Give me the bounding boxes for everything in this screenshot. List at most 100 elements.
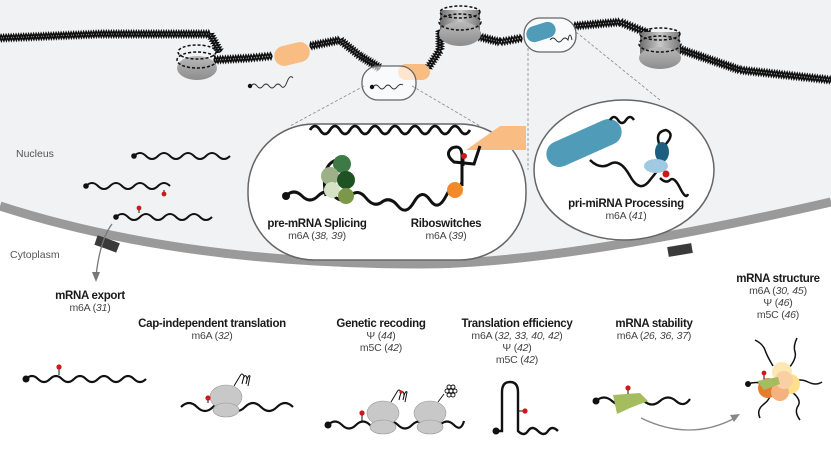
process-title: mRNA export bbox=[55, 290, 125, 302]
dna-strand bbox=[309, 35, 341, 51]
citation-refs: 31 bbox=[95, 302, 108, 314]
dna-strand bbox=[739, 65, 831, 85]
inset-title: pre-mRNA Splicing bbox=[267, 218, 367, 230]
nuclear-mrnas bbox=[85, 152, 231, 221]
cap-independent-translation-icon bbox=[180, 373, 294, 418]
process-reference-line: m6A (26, 36, 37) bbox=[616, 330, 692, 342]
citation-refs: 46 bbox=[784, 309, 796, 321]
cytoplasm-label: Cytoplasm bbox=[10, 249, 60, 261]
citation-refs: 44 bbox=[381, 330, 393, 342]
process-reference-line: m5C (42) bbox=[495, 354, 539, 366]
modification-name: m5C bbox=[495, 354, 518, 366]
citation-refs: 42 bbox=[523, 354, 535, 366]
dna-strand bbox=[359, 52, 381, 72]
citation-refs: 26, 36, 37 bbox=[643, 330, 688, 342]
mrna-stability-icon bbox=[592, 385, 740, 431]
dna-strand bbox=[213, 53, 251, 65]
mrna-structure-icon bbox=[745, 337, 823, 421]
process-title: Cap-independent translation bbox=[138, 318, 286, 330]
nucleus-label: Nucleus bbox=[16, 148, 54, 160]
process-reference-line: m5C (46) bbox=[756, 309, 800, 321]
dgcr8-icon bbox=[644, 159, 668, 173]
dna-strand bbox=[573, 17, 621, 31]
dna-strand bbox=[0, 29, 101, 43]
modification-name: Ψ bbox=[763, 297, 772, 309]
nuclear-pore-right bbox=[667, 243, 693, 257]
zoom-source-splicing bbox=[361, 65, 417, 101]
modification-name: m5C bbox=[756, 309, 779, 321]
inset-splicing-riboswitch bbox=[247, 123, 527, 261]
citation-refs: 32 bbox=[217, 330, 230, 342]
process-title: mRNA structure bbox=[736, 273, 820, 285]
process-reference-line: m6A (32, 33, 40, 42) bbox=[471, 330, 563, 342]
dna-strand bbox=[675, 43, 741, 75]
citation-refs: 32, 33, 40, 42 bbox=[497, 330, 560, 342]
translation-efficiency-icon bbox=[492, 380, 559, 436]
inset-refs: m6A (41) bbox=[605, 210, 647, 222]
dna-strand bbox=[475, 31, 501, 47]
dna-strand bbox=[339, 36, 361, 60]
process-reference-line: m5C (42) bbox=[359, 342, 403, 354]
inset-refs: m6A (39) bbox=[425, 230, 467, 242]
process-reference-line: Ψ (44) bbox=[366, 330, 396, 342]
genetic-recoding-icon bbox=[324, 384, 466, 435]
nucleosome-icon bbox=[438, 5, 482, 46]
modification-name: m6A bbox=[749, 285, 770, 297]
process-title: Genetic recoding bbox=[336, 318, 426, 330]
rna-polymerase-icon bbox=[526, 21, 556, 43]
nuclear-membrane bbox=[0, 197, 831, 269]
nucleosome-icon bbox=[638, 27, 682, 69]
stability-to-structure-arrow bbox=[640, 417, 736, 431]
dna-strand bbox=[99, 28, 211, 40]
nascent-rna bbox=[250, 76, 294, 89]
inset-title: pri-miRNA Processing bbox=[568, 198, 684, 210]
inset-primirna bbox=[533, 99, 715, 241]
zoom-connectors bbox=[289, 31, 661, 170]
nucleosome-icon bbox=[176, 44, 218, 80]
process-reference-line: m6A (31) bbox=[69, 302, 111, 314]
dna-strand bbox=[434, 29, 446, 51]
modification-name: m6A bbox=[471, 330, 492, 342]
modification-name: m5C bbox=[359, 342, 382, 354]
process-reference-line: Ψ (46) bbox=[763, 297, 793, 309]
process-reference-line: m6A (32) bbox=[191, 330, 233, 342]
nascent-rna bbox=[549, 34, 573, 43]
inset-label-primirna: pri-miRNA Processing m6A (41) bbox=[566, 198, 686, 222]
modification-name: Ψ bbox=[366, 330, 375, 342]
chromatin-dna bbox=[0, 17, 831, 85]
transcription-factor-icon bbox=[274, 42, 310, 66]
inset-label-splicing: pre-mRNA Splicing m6A (38, 39) bbox=[262, 218, 372, 242]
modification-name: m6A bbox=[191, 330, 212, 342]
riboswitch-ligand-icon bbox=[447, 182, 463, 198]
dna-strand bbox=[249, 51, 273, 63]
dna-strand bbox=[499, 33, 523, 47]
inset-title: Riboswitches bbox=[410, 218, 482, 230]
spliceosome-icon bbox=[321, 155, 355, 204]
process-reference-line: m6A (30, 45) bbox=[749, 285, 807, 297]
dna-strand bbox=[207, 32, 223, 54]
nascent-rna bbox=[372, 83, 404, 90]
nuclear-pore-left bbox=[94, 235, 120, 253]
process-title: Translation efficiency bbox=[461, 318, 573, 330]
exported-mrna bbox=[22, 364, 147, 384]
modification-name: m6A bbox=[69, 302, 90, 314]
process-reference-line: Ψ (42) bbox=[502, 342, 532, 354]
dna-strand bbox=[424, 49, 444, 69]
inset-refs: m6A (38, 39) bbox=[288, 230, 346, 242]
export-arrow bbox=[95, 223, 113, 277]
modification-name: m6A bbox=[616, 330, 638, 342]
citation-refs: 42 bbox=[387, 342, 399, 354]
drosha-icon bbox=[655, 142, 669, 162]
citation-refs: 42 bbox=[517, 342, 529, 354]
inset-label-riboswitch: Riboswitches m6A (39) bbox=[404, 218, 488, 242]
citation-refs: 46 bbox=[778, 297, 790, 309]
citation-refs: 30, 45 bbox=[775, 285, 804, 297]
